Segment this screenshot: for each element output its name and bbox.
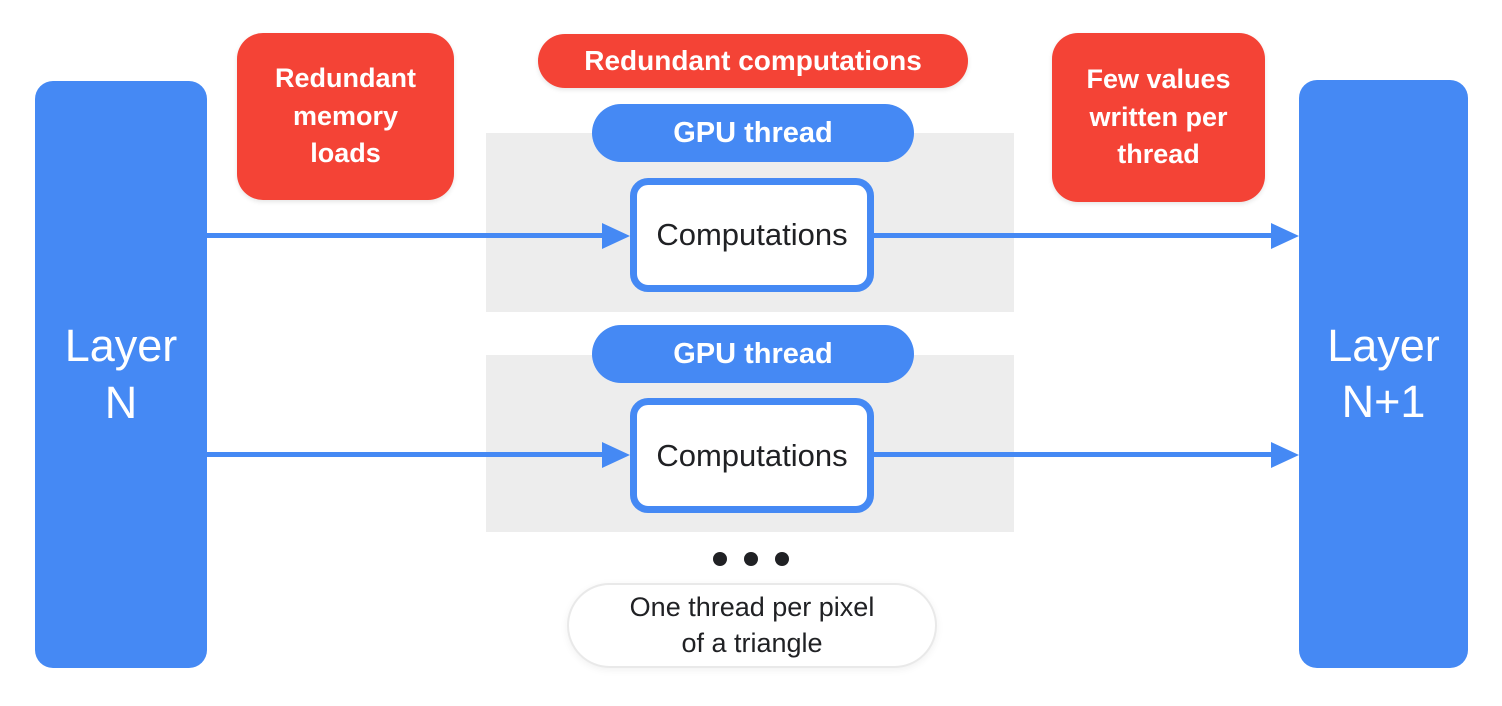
redundant-computations-callout: Redundant computations xyxy=(538,34,968,88)
few-values-line3: thread xyxy=(1117,139,1200,170)
layer-n-label-line2: N xyxy=(104,376,138,428)
arrow-right-icon xyxy=(874,223,1299,249)
redundant-memory-line2: memory xyxy=(292,100,399,131)
dot xyxy=(744,552,758,566)
gpu-thread-label-2: GPU thread xyxy=(673,337,833,370)
redundant-memory-line1: Redundant xyxy=(275,62,416,93)
arrow-line xyxy=(874,233,1275,238)
arrow-head xyxy=(1271,442,1299,468)
few-values-callout: Few values written per thread xyxy=(1052,33,1265,202)
arrow-right-icon xyxy=(207,223,630,249)
computations-label-1: Computations xyxy=(656,217,848,252)
arrow-right-icon xyxy=(207,442,630,468)
layer-n-plus-1-label-line2: N+1 xyxy=(1341,376,1426,427)
dot xyxy=(775,552,789,566)
arrow-head xyxy=(1271,223,1299,249)
arrow-line xyxy=(874,452,1275,457)
layer-n-plus-1-box: Layer N+1 xyxy=(1299,80,1468,668)
layer-n-label-line1: Layer xyxy=(64,320,178,372)
redundant-computations-label: Redundant computations xyxy=(584,45,922,76)
arrow-line xyxy=(207,452,606,457)
dot xyxy=(713,552,727,566)
computations-label-2: Computations xyxy=(656,437,848,473)
few-values-line1: Few values xyxy=(1086,63,1231,94)
arrow-right-icon xyxy=(874,442,1299,468)
few-values-line2: written per xyxy=(1089,101,1228,132)
gpu-thread-pill-2: GPU thread xyxy=(592,325,914,383)
redundant-memory-loads-callout: Redundant memory loads xyxy=(237,33,454,200)
arrow-line xyxy=(207,233,606,238)
arrow-head xyxy=(602,223,630,249)
note-line2: of a triangle xyxy=(681,627,823,658)
arrow-head xyxy=(602,442,630,468)
ellipsis-dots-icon xyxy=(713,552,789,566)
note-line1: One thread per pixel xyxy=(629,592,875,623)
gpu-thread-label-1: GPU thread xyxy=(673,116,833,149)
layer-n-plus-1-label-line1: Layer xyxy=(1327,319,1440,371)
one-thread-per-pixel-note: One thread per pixel of a triangle xyxy=(567,583,937,668)
gpu-thread-pill-1: GPU thread xyxy=(592,104,914,162)
computations-box-1: Computations xyxy=(630,178,874,292)
redundant-memory-line3: loads xyxy=(310,138,381,169)
layer-n-box: Layer N xyxy=(35,81,207,668)
computations-box-2: Computations xyxy=(630,398,874,513)
